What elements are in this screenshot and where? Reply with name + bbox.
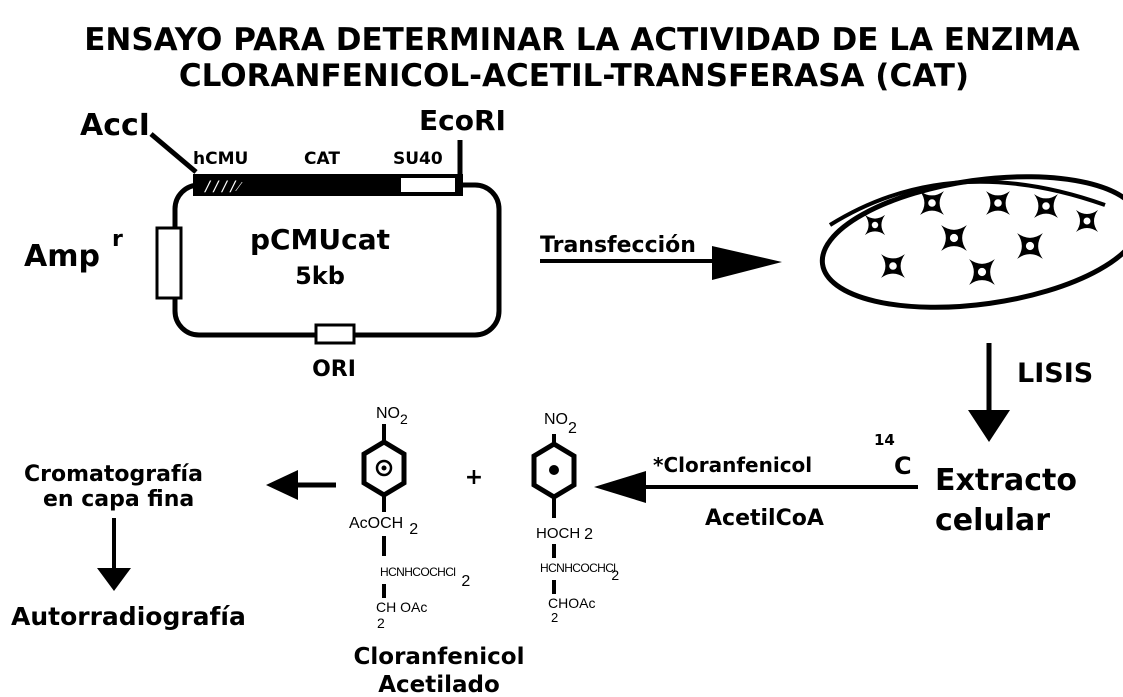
extract-label-line2: celular (935, 503, 1050, 538)
cell-6 (941, 225, 967, 251)
lysis-step: LISIS (968, 343, 1093, 442)
hcmv-hatch: ////⁄ (204, 179, 243, 195)
substrate-label: *Cloranfenicol (653, 453, 812, 477)
amp-superscript: r (112, 227, 123, 252)
chloramphenicol-ring-center (549, 465, 559, 475)
acetylated-name-line1: Cloranfenicol (354, 644, 525, 670)
acetylated-nitro-group: NO2 (376, 405, 408, 427)
ori-label: ORI (312, 357, 356, 382)
cat-label: CAT (304, 149, 340, 169)
chromatography-arrow-head (266, 470, 298, 500)
chloramphenicol-bottom-group: CHOAc (548, 595, 595, 611)
ori-region (314, 323, 356, 345)
reaction-arrow-head (594, 471, 646, 503)
analysis-steps: Cromatografía en capa fina Autorradiogra… (11, 462, 336, 631)
transfection-label: Transfección (540, 233, 696, 258)
plasmid-ring (172, 182, 502, 338)
cell-3 (986, 191, 1010, 215)
accI-site-line (149, 132, 198, 174)
ecori-label: EcoRI (419, 104, 506, 137)
autoradiography-label: Autorradiografía (11, 602, 246, 631)
title-line-2: CLORANFENICOL-ACETIL-TRANSFERASA (CAT) (179, 58, 969, 94)
cell-8 (881, 254, 905, 278)
amp-resistance-gene (155, 226, 183, 300)
petri-dish (819, 174, 1123, 310)
sv40-segment (401, 178, 455, 192)
cell-1 (864, 214, 886, 236)
chloramphenicol-bottom-sub: 2 (551, 610, 558, 625)
sv40-label: SU40 (393, 149, 443, 169)
plasmid-map: ////⁄ AccI EcoRI hCMU CAT SU40 pCMUcat 5… (24, 104, 506, 382)
dish-inner-edge (828, 179, 1106, 227)
plasmid-name: pCMUcat (250, 223, 390, 256)
lysis-arrow-head (968, 410, 1010, 442)
isotope-symbol: C (894, 452, 912, 480)
amp-label: Amp (24, 239, 100, 274)
transfection-arrow-head (712, 246, 782, 280)
cell-extract: Extracto celular (935, 463, 1077, 538)
acetylated-ring-center (375, 459, 393, 477)
autoradiography-arrow-head (97, 568, 131, 591)
isotope-mass: 14 (874, 431, 895, 449)
accI-label: AccI (80, 108, 150, 143)
reaction-step: 14 C *Cloranfenicol AcetilCoA (594, 431, 918, 531)
extract-label-line1: Extracto (935, 463, 1077, 498)
lysis-label: LISIS (1017, 358, 1093, 389)
chloramphenicol-nitro-group: NO2 (544, 411, 577, 437)
acetylated-ring-dot (381, 465, 387, 471)
transfection-step: Transfección (540, 233, 782, 280)
chromatography-label-line1: Cromatografía (24, 462, 203, 487)
chloramphenicol-amide-group: HCNHCOCHCl2 (540, 561, 619, 583)
cat-segment (193, 174, 463, 196)
cell-5 (1076, 210, 1098, 232)
title-line-1: ENSAYO PARA DETERMINAR LA ACTIVIDAD DE L… (84, 22, 1080, 58)
plasmid-size: 5kb (295, 262, 345, 290)
cell-2 (920, 191, 944, 215)
chromatography-label-line2: en capa fina (43, 487, 194, 512)
cofactor-label: AcetilCoA (705, 506, 824, 531)
acetylated-amide-group: HCNHCOCHCl2 (380, 565, 470, 590)
acetylated-bottom-sub: 2 (377, 615, 385, 631)
cell-7 (1017, 233, 1043, 259)
hcmv-label: hCMU (193, 149, 248, 169)
cell-9 (969, 259, 995, 285)
plus-sign: + (465, 465, 483, 490)
acetylated-name-line2: Acetilado (378, 672, 500, 697)
diagram-title: ENSAYO PARA DETERMINAR LA ACTIVIDAD DE L… (84, 22, 1080, 94)
cell-4 (1034, 194, 1058, 218)
acetylated-bottom-group: CH OAc (376, 599, 427, 615)
